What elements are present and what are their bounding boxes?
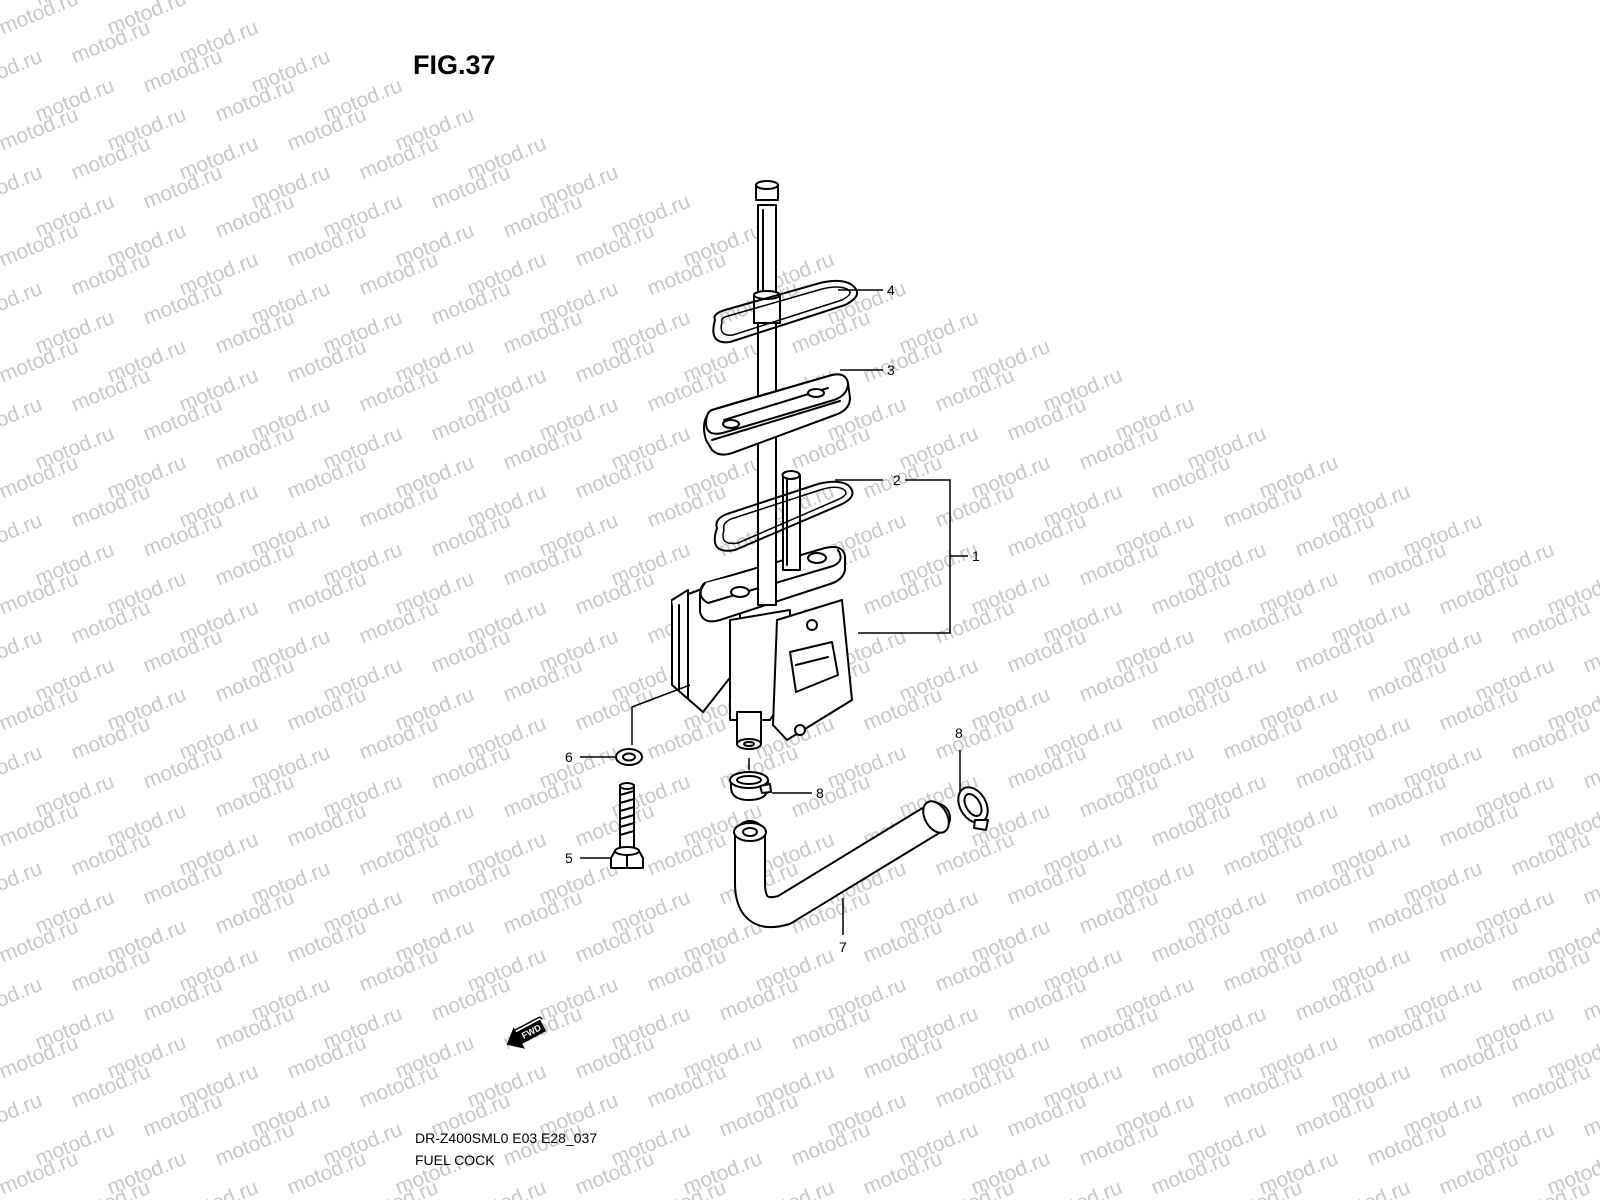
- callout-7: 7: [839, 939, 847, 955]
- callout-1: 1: [972, 548, 980, 564]
- gasket: [703, 373, 851, 456]
- hose-clamp-right: [957, 786, 989, 831]
- fuel-hose: [733, 800, 951, 929]
- model-code: DR-Z400SML0 E03 E28_037: [415, 1130, 598, 1146]
- washer: [615, 748, 643, 766]
- figure-title: FIG.37: [413, 50, 496, 80]
- diagram-caption: FUEL COCK: [415, 1152, 495, 1168]
- o-ring-lower: [713, 480, 854, 552]
- callout-3: 3: [887, 362, 895, 378]
- callout-8-left: 8: [816, 785, 824, 801]
- callout-2: 2: [893, 472, 901, 488]
- callout-5: 5: [565, 850, 573, 866]
- callout-4: 4: [887, 282, 895, 298]
- hose-clamp-left: [729, 771, 772, 801]
- o-ring-upper: [712, 279, 859, 344]
- callout-6: 6: [565, 749, 573, 765]
- callout-8-right: 8: [955, 725, 963, 741]
- fwd-arrow-icon: FWD: [506, 1016, 547, 1049]
- bolt: [610, 782, 644, 869]
